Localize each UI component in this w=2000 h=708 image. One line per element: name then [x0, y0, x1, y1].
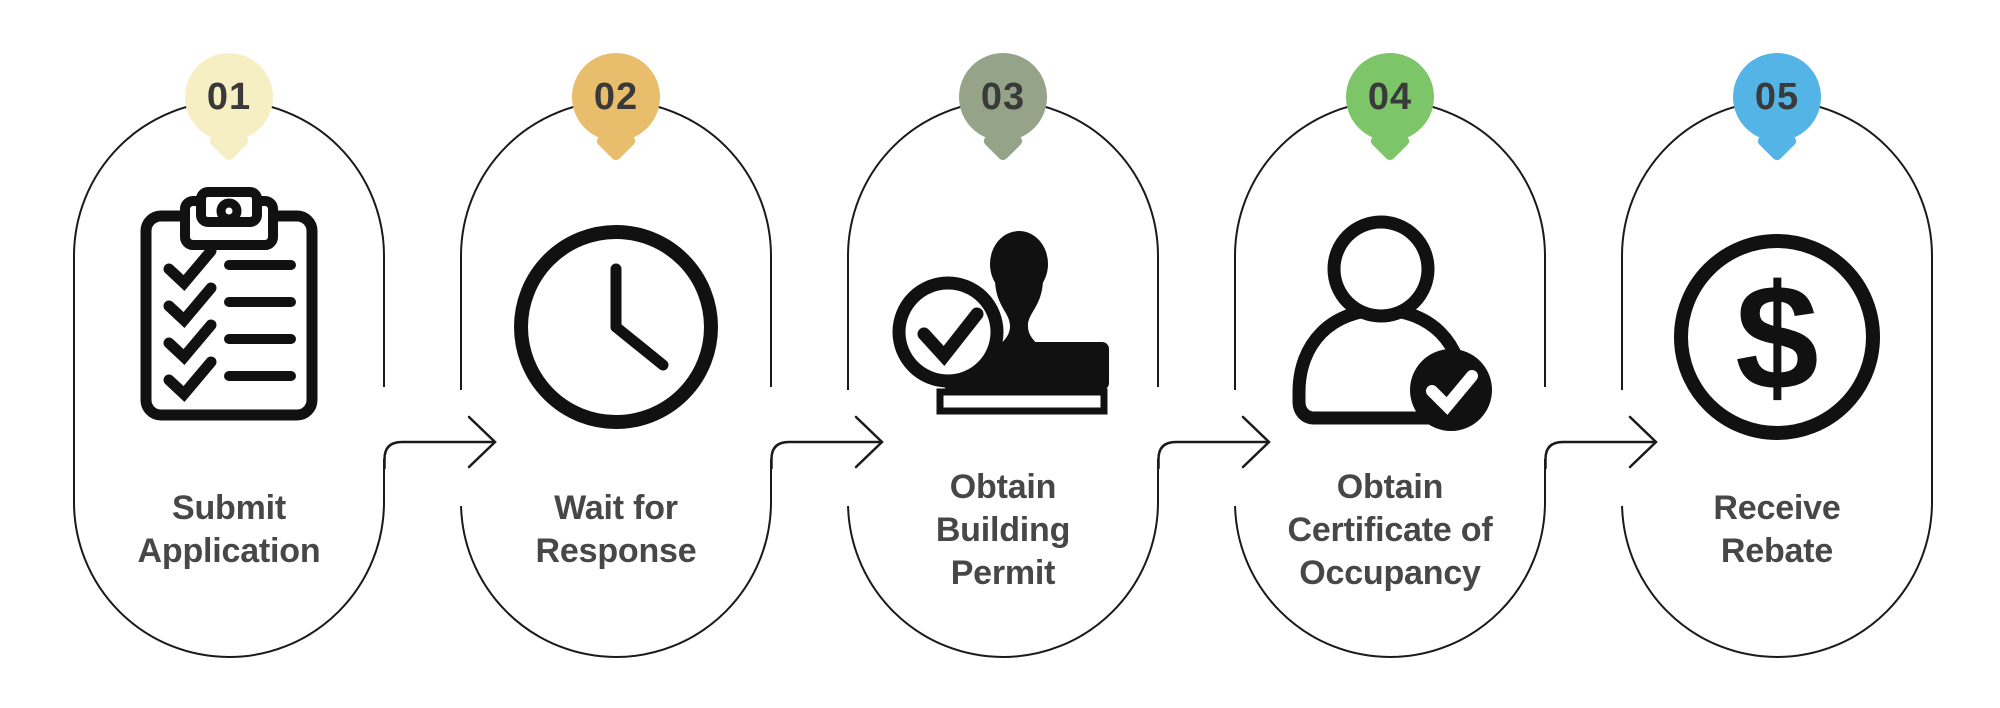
step-number-badge-3: 03 [959, 53, 1047, 163]
clipboard-checklist-icon [139, 187, 319, 423]
approval-stamp-icon [891, 230, 1115, 416]
person-check-icon [1286, 214, 1494, 432]
connector-arrow-2 [766, 387, 884, 506]
step-capsule-5: 05 $ Receive Rebate [1621, 53, 1933, 658]
step-label-2: Wait for Response [535, 489, 697, 570]
step-label-3: Obtain Building Permit [935, 467, 1071, 592]
step-number-badge-1: 01 [185, 53, 273, 163]
connector-arrow-4 [1540, 387, 1658, 506]
step-capsule-4: 04 Obtain Certificate of Occupancy [1234, 53, 1546, 658]
dollar-circle-icon: $ [1672, 232, 1882, 442]
step-capsule-3: 03 Obtain Building Permit [847, 53, 1159, 658]
step-number-4: 04 [1346, 53, 1434, 141]
step-label-4: Obtain Certificate of Occupancy [1287, 467, 1493, 592]
step-number-badge-4: 04 [1346, 53, 1434, 163]
svg-text:$: $ [1735, 253, 1818, 421]
connector-arrow-3 [1153, 387, 1271, 506]
step-number-badge-5: 05 [1733, 53, 1821, 163]
clock-icon [513, 224, 719, 430]
step-number-3: 03 [959, 53, 1047, 141]
step-capsule-1: 01 Submit Application [73, 53, 385, 658]
step-number-5: 05 [1733, 53, 1821, 141]
step-capsule-2: 02 Wait for Response [460, 53, 772, 658]
connector-arrow-1 [379, 387, 497, 506]
step-number-badge-2: 02 [572, 53, 660, 163]
step-number-2: 02 [572, 53, 660, 141]
step-number-1: 01 [185, 53, 273, 141]
step-label-1: Submit Application [137, 489, 321, 570]
step-label-5: Receive Rebate [1713, 489, 1841, 570]
